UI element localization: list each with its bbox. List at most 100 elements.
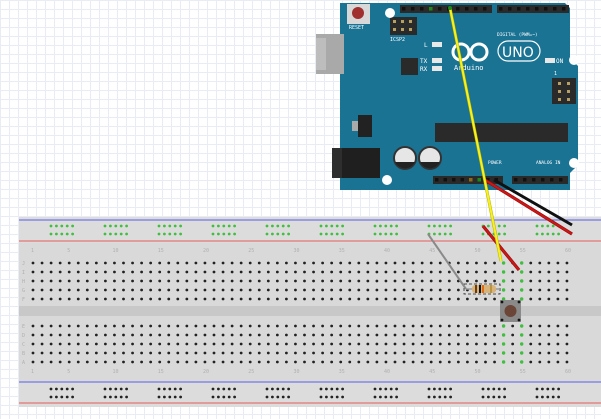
rail-hole[interactable]: [65, 395, 69, 399]
breadboard-hole[interactable]: [447, 270, 451, 274]
rail-hole[interactable]: [109, 395, 112, 399]
breadboard-hole[interactable]: [411, 270, 415, 274]
rail-hole[interactable]: [449, 224, 452, 228]
breadboard-hole[interactable]: [230, 297, 234, 301]
breadboard-hole[interactable]: [185, 297, 189, 301]
rail-hole[interactable]: [503, 232, 506, 236]
breadboard-hole[interactable]: [285, 342, 288, 346]
breadboard-hole[interactable]: [104, 324, 107, 328]
header-pin[interactable]: [474, 7, 478, 11]
breadboard-hole[interactable]: [40, 324, 44, 328]
rail-hole[interactable]: [330, 232, 334, 236]
breadboard-hole[interactable]: [501, 333, 506, 337]
breadboard-hole[interactable]: [348, 324, 352, 328]
rail-hole[interactable]: [276, 395, 280, 399]
breadboard-hole[interactable]: [67, 324, 71, 328]
breadboard-hole[interactable]: [94, 297, 98, 301]
breadboard-hole[interactable]: [167, 270, 171, 274]
breadboard-hole[interactable]: [85, 279, 89, 283]
breadboard-hole[interactable]: [140, 261, 144, 265]
header-pin[interactable]: [532, 178, 536, 182]
rail-hole[interactable]: [163, 387, 166, 391]
breadboard-hole[interactable]: [520, 279, 524, 283]
breadboard-hole[interactable]: [76, 360, 80, 364]
breadboard-hole[interactable]: [58, 333, 62, 337]
breadboard-hole[interactable]: [511, 279, 515, 283]
rail-hole[interactable]: [179, 395, 183, 399]
rail-hole[interactable]: [373, 232, 377, 236]
breadboard-hole[interactable]: [185, 342, 189, 346]
breadboard-hole[interactable]: [31, 279, 35, 283]
breadboard-hole[interactable]: [312, 297, 315, 301]
breadboard-hole[interactable]: [475, 351, 478, 355]
breadboard-hole[interactable]: [529, 270, 533, 274]
rail-hole[interactable]: [173, 232, 177, 236]
rail-hole[interactable]: [427, 387, 431, 391]
header-pin[interactable]: [452, 178, 456, 182]
breadboard-hole[interactable]: [420, 297, 424, 301]
rail-hole[interactable]: [443, 224, 447, 228]
breadboard-hole[interactable]: [501, 360, 506, 364]
breadboard-hole[interactable]: [429, 279, 433, 283]
breadboard-hole[interactable]: [321, 261, 324, 265]
breadboard-hole[interactable]: [420, 261, 424, 265]
breadboard-hole[interactable]: [285, 351, 288, 355]
breadboard-hole[interactable]: [285, 297, 288, 301]
black-wire-gnd[interactable]: [493, 178, 573, 227]
breadboard-hole[interactable]: [484, 324, 487, 328]
breadboard-hole[interactable]: [131, 351, 134, 355]
breadboard-hole[interactable]: [556, 297, 560, 301]
breadboard-hole[interactable]: [194, 342, 198, 346]
rail-hole[interactable]: [287, 224, 290, 228]
header-pin[interactable]: [443, 178, 448, 182]
breadboard-hole[interactable]: [194, 297, 198, 301]
rail-hole[interactable]: [157, 224, 161, 228]
breadboard-hole[interactable]: [321, 288, 324, 292]
breadboard-hole[interactable]: [58, 342, 62, 346]
breadboard-hole[interactable]: [31, 297, 35, 301]
breadboard-hole[interactable]: [76, 279, 80, 283]
breadboard-hole[interactable]: [556, 342, 560, 346]
header-pin[interactable]: [499, 7, 503, 11]
breadboard-hole[interactable]: [131, 270, 134, 274]
breadboard-hole[interactable]: [58, 288, 62, 292]
breadboard-hole[interactable]: [438, 279, 442, 283]
breadboard-hole[interactable]: [339, 342, 343, 346]
breadboard-hole[interactable]: [520, 360, 524, 364]
breadboard-hole[interactable]: [203, 288, 207, 292]
breadboard-hole[interactable]: [176, 297, 180, 301]
breadboard-hole[interactable]: [375, 288, 379, 292]
rail-hole[interactable]: [551, 395, 555, 399]
header-pin[interactable]: [526, 7, 530, 11]
breadboard-hole[interactable]: [384, 288, 388, 292]
breadboard-hole[interactable]: [257, 324, 261, 328]
breadboard-hole[interactable]: [167, 288, 171, 292]
breadboard-hole[interactable]: [94, 261, 98, 265]
breadboard-hole[interactable]: [230, 351, 234, 355]
breadboard-hole[interactable]: [330, 270, 334, 274]
rail-hole[interactable]: [330, 224, 334, 228]
rail-hole[interactable]: [433, 387, 436, 391]
rail-hole[interactable]: [373, 224, 377, 228]
rail-hole[interactable]: [325, 224, 328, 228]
rail-hole[interactable]: [395, 224, 398, 228]
rail-hole[interactable]: [503, 387, 506, 391]
rail-hole[interactable]: [487, 395, 490, 399]
rail-hole[interactable]: [287, 387, 290, 391]
breadboard-hole[interactable]: [239, 360, 243, 364]
breadboard-hole[interactable]: [529, 297, 533, 301]
rail-hole[interactable]: [71, 395, 74, 399]
rail-hole[interactable]: [222, 395, 226, 399]
breadboard-hole[interactable]: [131, 297, 134, 301]
rail-hole[interactable]: [281, 387, 285, 391]
rail-hole[interactable]: [373, 395, 377, 399]
breadboard-hole[interactable]: [438, 288, 442, 292]
breadboard-hole[interactable]: [275, 351, 279, 355]
rail-hole[interactable]: [271, 387, 274, 391]
breadboard-hole[interactable]: [167, 297, 171, 301]
breadboard-hole[interactable]: [438, 342, 442, 346]
breadboard-hole[interactable]: [312, 288, 315, 292]
breadboard-hole[interactable]: [122, 342, 125, 346]
header-pin[interactable]: [514, 178, 518, 182]
breadboard-hole[interactable]: [402, 297, 406, 301]
